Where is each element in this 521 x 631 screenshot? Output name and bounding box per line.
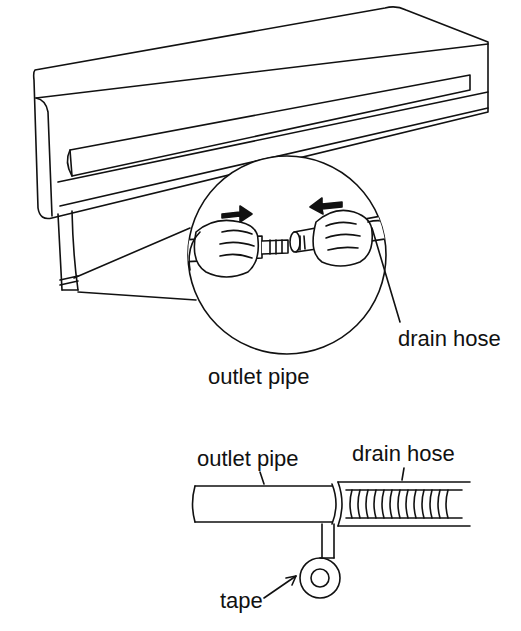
leader-line bbox=[264, 576, 296, 598]
pipe-joint bbox=[193, 482, 471, 598]
hands-connecting bbox=[180, 198, 392, 277]
part-label: tape bbox=[220, 588, 263, 613]
part-label: outlet pipe bbox=[197, 446, 299, 471]
leader-line bbox=[78, 292, 196, 300]
magnifier-circle bbox=[188, 156, 386, 354]
part-label: drain hose bbox=[398, 326, 501, 351]
part-label: drain hose bbox=[352, 441, 455, 466]
leader-line bbox=[74, 228, 190, 278]
leader-line bbox=[402, 468, 404, 480]
leader-arrowhead bbox=[286, 576, 296, 585]
leader-line bbox=[260, 472, 264, 484]
leader-line bbox=[372, 228, 400, 322]
part-label: outlet pipe bbox=[208, 364, 310, 389]
